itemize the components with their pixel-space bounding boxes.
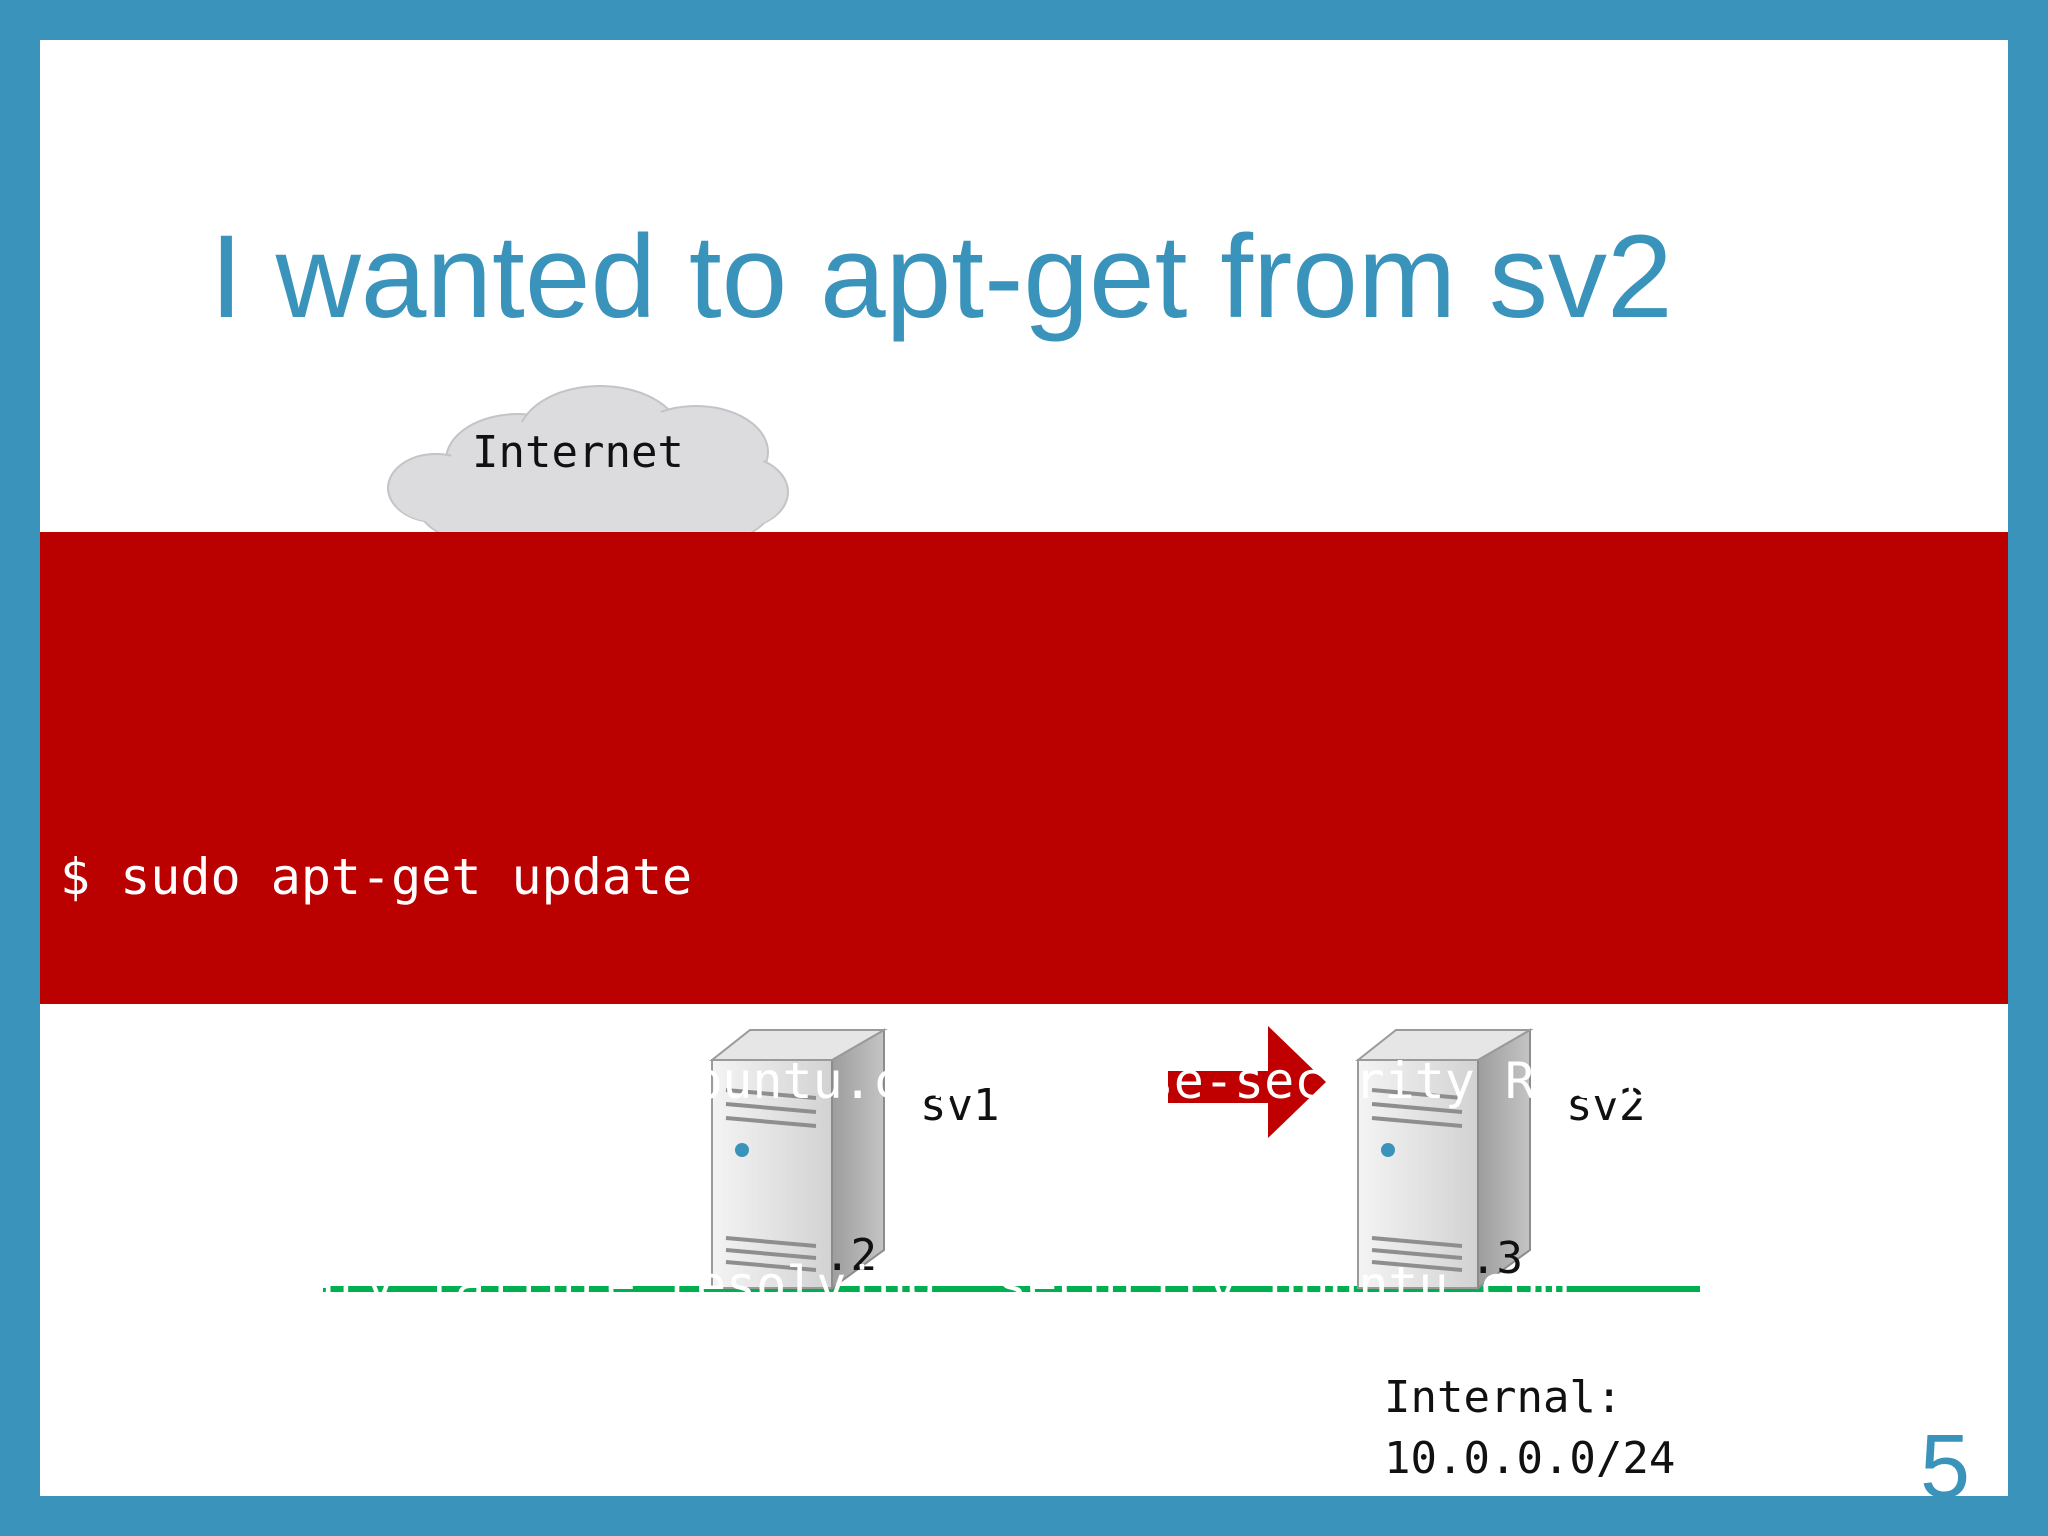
server-sv1-address: .2 (824, 1230, 877, 1281)
server-sv2-label: sv2 (1566, 1080, 1645, 1131)
error-banner: $ sudo apt-get update Err http://securit… (40, 532, 2008, 1314)
slide-title: I wanted to apt-get from sv2 (210, 211, 1673, 343)
terminal-output: $ sudo apt-get update Err http://securit… (60, 707, 1836, 1455)
network-label-line2: 10.0.0.0/24 (1384, 1433, 1675, 1484)
terminal-error-detail: Temporary failure resolving 'security.ub… (124, 1256, 1600, 1314)
terminal-error-line: Err http://security.ubuntu.com precise-s… (60, 1052, 1837, 1110)
terminal-command-line: $ sudo apt-get update (60, 848, 693, 906)
page-number: 5 (1920, 1417, 1971, 1496)
internet-label: Internet (472, 427, 684, 478)
network-label-line1: Internal: (1384, 1372, 1622, 1423)
server-sv2-address: .3 (1470, 1233, 1523, 1284)
server-sv1-icon (709, 1028, 888, 1290)
server-sv2-icon (1355, 1028, 1534, 1290)
server-sv1-label: sv1 (920, 1080, 999, 1131)
slide: I wanted to apt-get from sv2 (40, 40, 2008, 1496)
arrow-right-icon (1168, 1026, 1326, 1138)
